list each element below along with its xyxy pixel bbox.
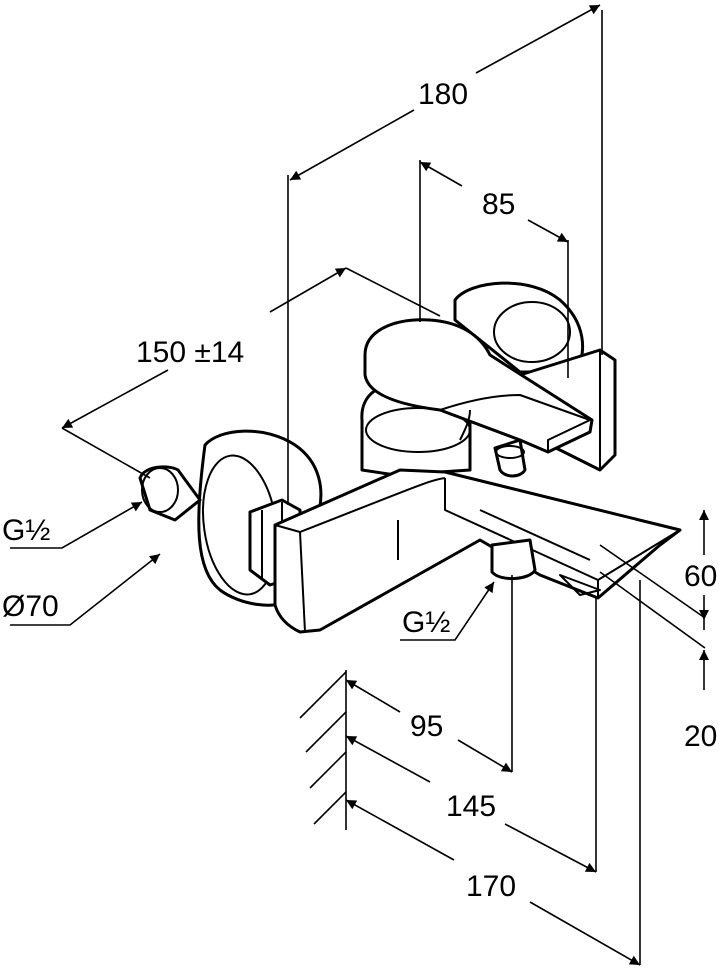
label-145: 145 bbox=[446, 790, 496, 823]
diverter-knob bbox=[493, 438, 527, 478]
dimension-lines bbox=[10, 4, 709, 966]
dim-line-145a bbox=[345, 735, 431, 783]
label-60: 60 bbox=[684, 560, 717, 593]
dim-line-170a bbox=[345, 799, 455, 861]
dim-line-150b bbox=[269, 267, 347, 313]
dim-line-95a bbox=[345, 679, 401, 713]
dimension-labels: 180 85 150 ±14 G½ Ø70 G½ 60 20 95 145 17… bbox=[2, 78, 717, 903]
lever-handle bbox=[363, 318, 594, 454]
extension-lines bbox=[61, 10, 706, 965]
label-thread-left: G½ bbox=[2, 514, 50, 547]
dim-line-180b bbox=[475, 4, 601, 74]
dim-line-85a bbox=[419, 161, 463, 187]
label-20: 20 bbox=[684, 720, 717, 753]
label-170: 170 bbox=[466, 870, 516, 903]
label-rosette-diameter: Ø70 bbox=[2, 590, 59, 623]
dim-line-170b bbox=[529, 901, 641, 966]
left-pipe-stub bbox=[138, 465, 202, 522]
leader-g-left bbox=[10, 501, 143, 549]
spout-outlet bbox=[490, 538, 601, 596]
label-180: 180 bbox=[418, 78, 468, 111]
dim-line-145b bbox=[504, 823, 597, 873]
dim-line-180 bbox=[289, 109, 415, 181]
label-95: 95 bbox=[410, 710, 443, 743]
leader-g-bottom bbox=[400, 581, 495, 641]
dim-line-95b bbox=[457, 739, 513, 773]
label-thread-bottom: G½ bbox=[402, 606, 450, 639]
faucet-body bbox=[138, 281, 682, 634]
dim-line-85b bbox=[527, 219, 569, 243]
label-150: 150 ±14 bbox=[136, 336, 244, 369]
dim-line-150a bbox=[61, 369, 169, 429]
label-85: 85 bbox=[482, 188, 515, 221]
leader-dia-70 bbox=[10, 553, 161, 626]
